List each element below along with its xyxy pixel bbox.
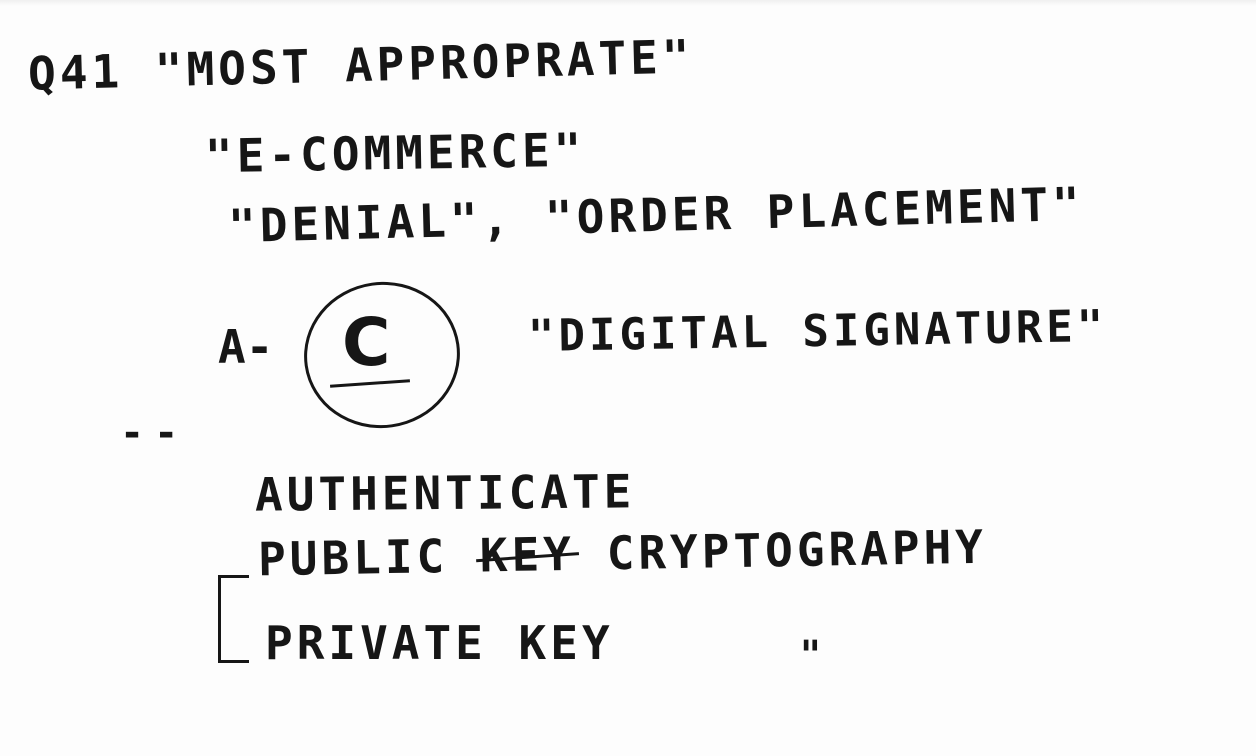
question-heading: Q41 "MOST APPROPRATE" xyxy=(27,29,695,101)
answer-prefix: A- xyxy=(218,320,274,374)
cryptography-word: CRYPTOGRAPHY xyxy=(574,519,988,581)
term-public-key: PUBLIC KEY CRYPTOGRAPHY xyxy=(257,520,988,587)
ditto-mark: " xyxy=(800,633,821,679)
answer-letter: C xyxy=(342,304,391,381)
keyword-ecommerce: "E-COMMERCE" xyxy=(204,122,586,184)
struck-key-word: KEY xyxy=(479,526,576,583)
term-private-key: PRIVATE KEY xyxy=(265,616,614,670)
keyword-denial-order: "DENIAL", "ORDER PLACEMENT" xyxy=(227,176,1085,254)
term-authenticate: AUTHENTICATE xyxy=(254,464,636,522)
scan-edge xyxy=(0,0,1256,6)
keyword-digital-signature: "DIGITAL SIGNATURE" xyxy=(527,300,1108,363)
public-word: PUBLIC xyxy=(257,528,481,587)
bracket-mark xyxy=(218,575,249,663)
separator-dashes: -- xyxy=(120,410,189,456)
